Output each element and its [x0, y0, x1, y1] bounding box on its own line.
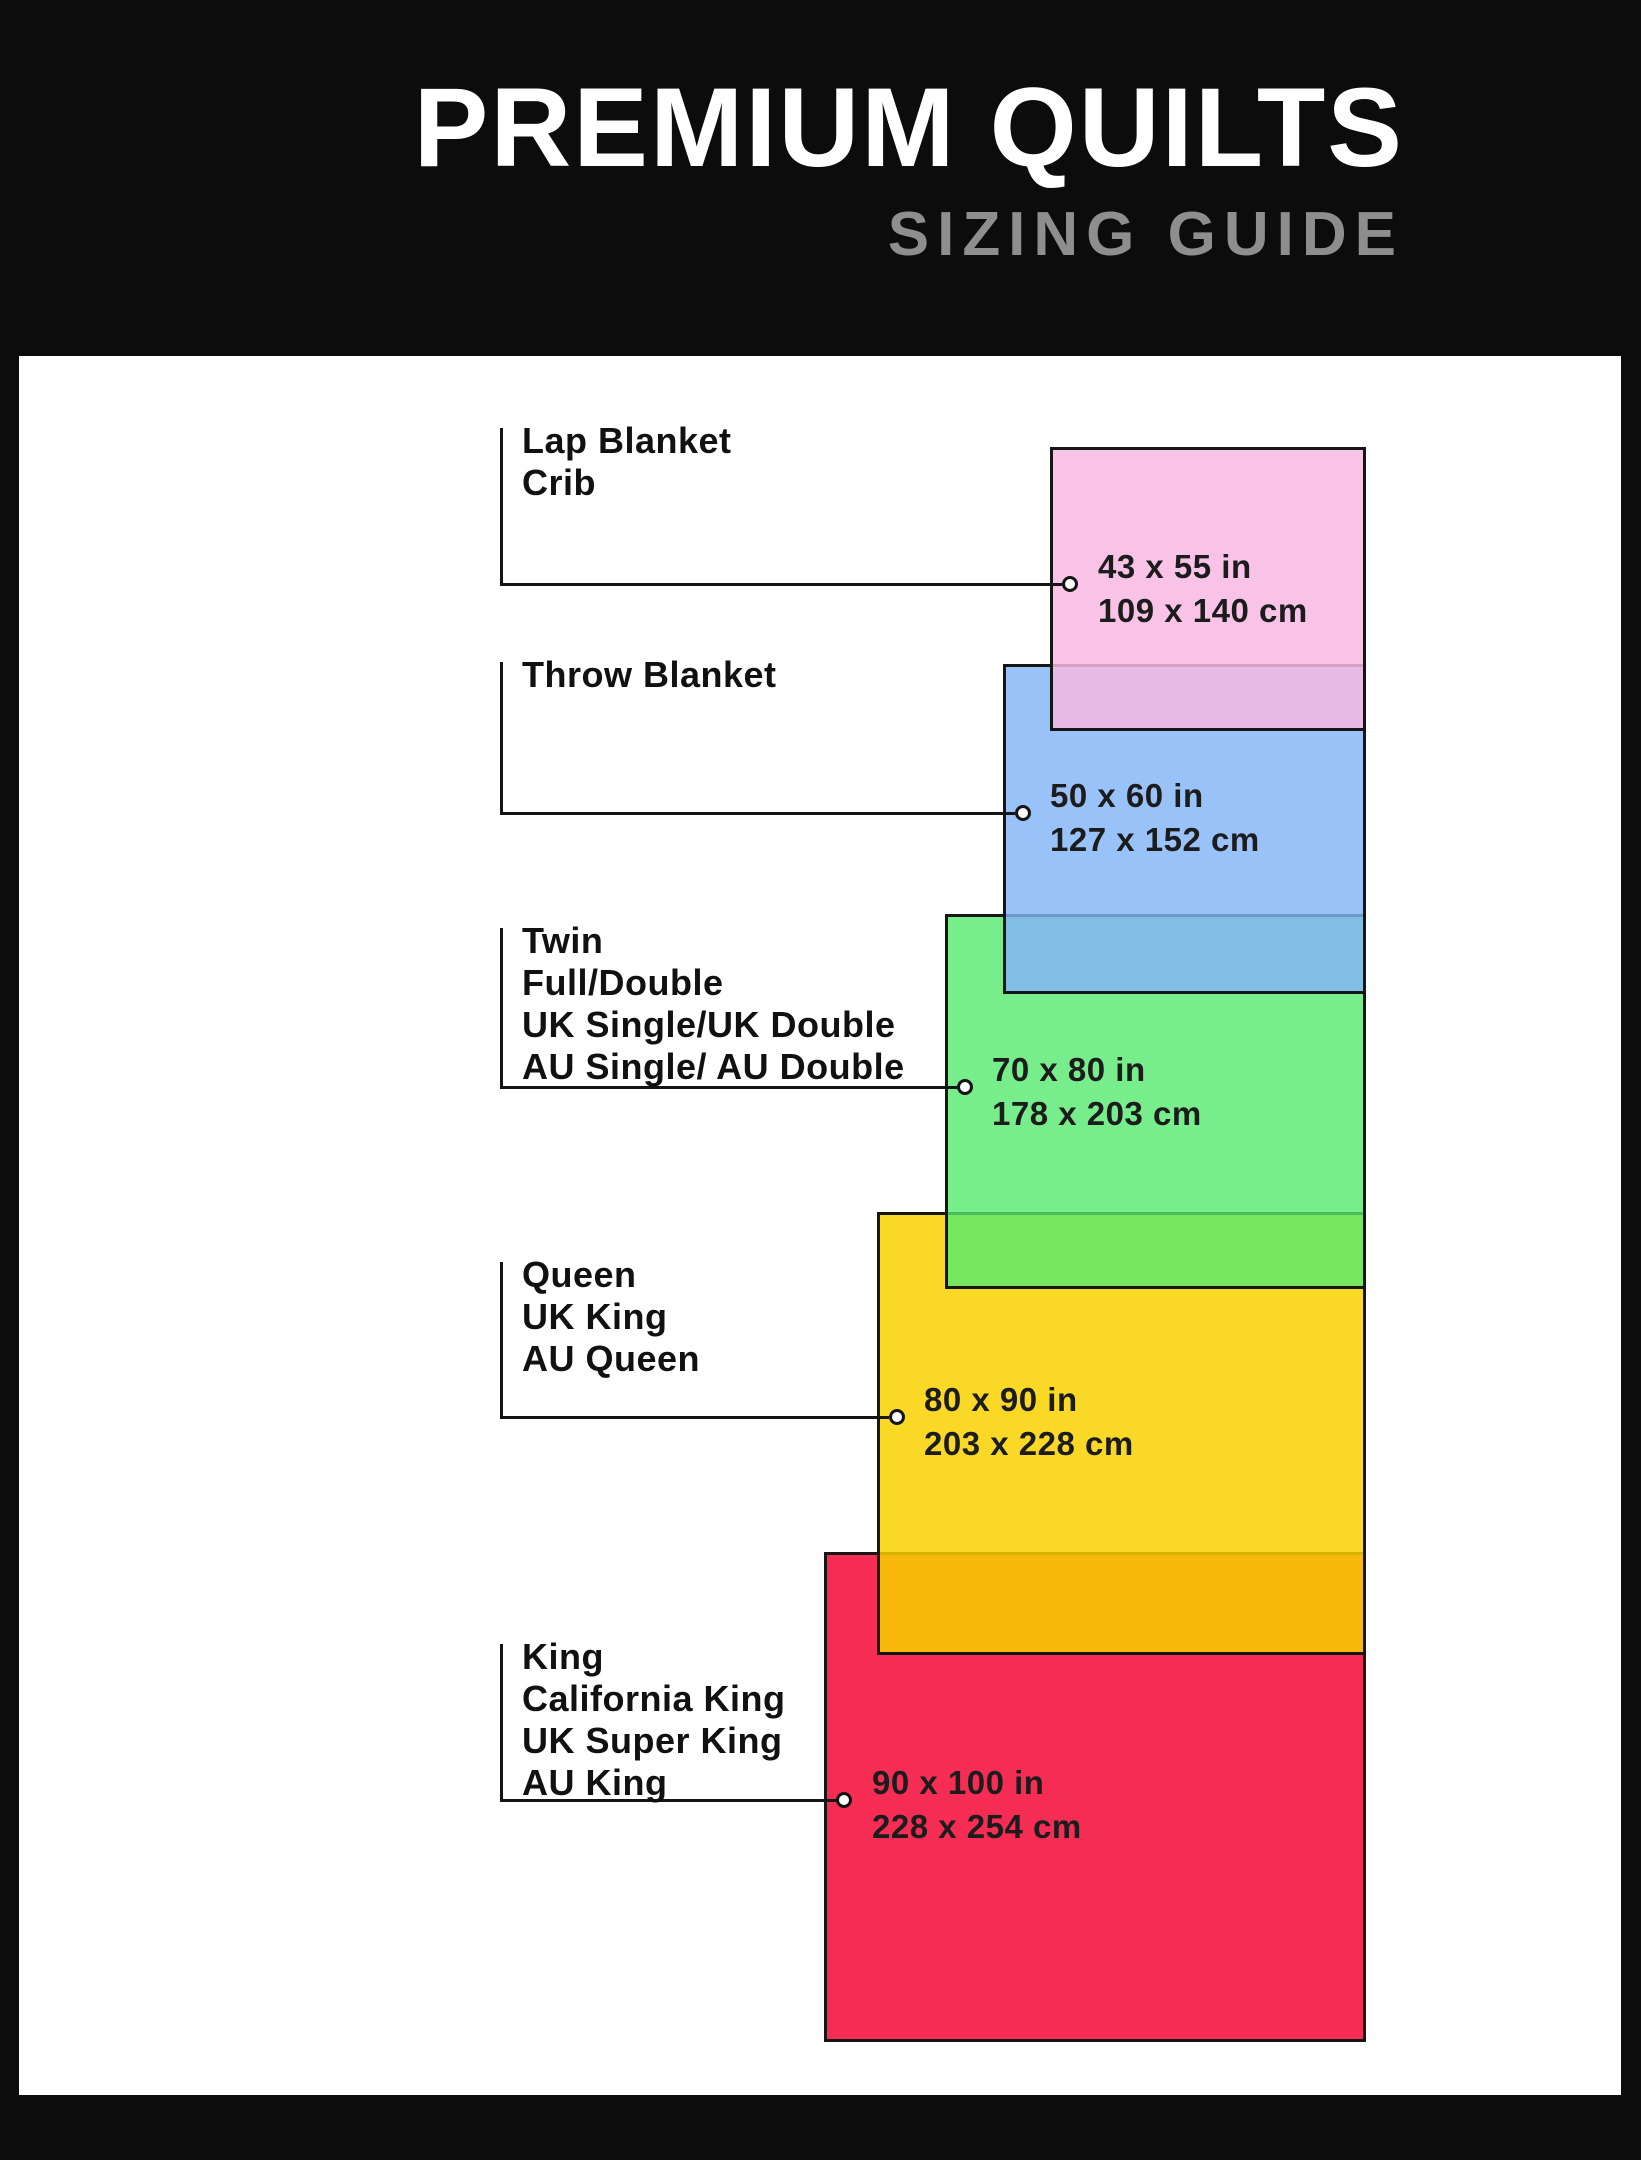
page-subtitle: SIZING GUIDE [887, 199, 1404, 269]
connector-vline-lap-crib [500, 428, 503, 586]
connector-hline-twin [500, 1086, 957, 1089]
header: PREMIUM QUILTS SIZING GUIDE [414, 64, 1404, 269]
measurement-queen: 80 x 90 in 203 x 228 cm [924, 1378, 1134, 1466]
label-line: Queen [522, 1254, 637, 1295]
connector-dot-lap-crib [1062, 576, 1078, 592]
measurement-cm: 228 x 254 cm [872, 1808, 1082, 1845]
size-label-twin: Twin Full/Double UK Single/UK Double AU … [522, 920, 905, 1088]
connector-hline-queen [500, 1416, 889, 1419]
connector-dot-throw [1015, 805, 1031, 821]
label-line: California King [522, 1678, 786, 1719]
measurement-inches: 70 x 80 in [992, 1051, 1146, 1088]
size-label-lap-crib: Lap Blanket Crib [522, 420, 732, 504]
label-line: Full/Double [522, 962, 724, 1003]
connector-hline-throw [500, 812, 1015, 815]
measurement-inches: 90 x 100 in [872, 1764, 1045, 1801]
connector-hline-king [500, 1799, 836, 1802]
measurement-king: 90 x 100 in 228 x 254 cm [872, 1761, 1082, 1849]
measurement-cm: 109 x 140 cm [1098, 592, 1308, 629]
measurement-inches: 80 x 90 in [924, 1381, 1078, 1418]
label-line: Throw Blanket [522, 654, 777, 695]
connector-vline-twin [500, 928, 503, 1089]
measurement-cm: 203 x 228 cm [924, 1425, 1134, 1462]
content-panel [19, 356, 1621, 2095]
connector-vline-king [500, 1644, 503, 1802]
connector-dot-twin [957, 1079, 973, 1095]
measurement-throw: 50 x 60 in 127 x 152 cm [1050, 774, 1260, 862]
label-line: UK Super King [522, 1720, 783, 1761]
connector-dot-queen [889, 1409, 905, 1425]
measurement-cm: 178 x 203 cm [992, 1095, 1202, 1132]
label-line: King [522, 1636, 604, 1677]
label-line: Crib [522, 462, 596, 503]
connector-hline-lap-crib [500, 583, 1062, 586]
size-label-queen: Queen UK King AU Queen [522, 1254, 700, 1380]
label-line: AU Single/ AU Double [522, 1046, 905, 1087]
connector-vline-queen [500, 1262, 503, 1419]
measurement-inches: 50 x 60 in [1050, 777, 1204, 814]
size-label-king: King California King UK Super King AU Ki… [522, 1636, 786, 1804]
label-line: AU King [522, 1762, 668, 1803]
page-title: PREMIUM QUILTS [413, 65, 1404, 190]
label-line: Lap Blanket [522, 420, 732, 461]
measurement-twin: 70 x 80 in 178 x 203 cm [992, 1048, 1202, 1136]
size-label-throw: Throw Blanket [522, 654, 777, 696]
connector-vline-throw [500, 662, 503, 815]
quilt-rect-lap-crib [1050, 447, 1366, 731]
measurement-inches: 43 x 55 in [1098, 548, 1252, 585]
measurement-lap-crib: 43 x 55 in 109 x 140 cm [1098, 545, 1308, 633]
connector-dot-king [836, 1792, 852, 1808]
label-line: UK Single/UK Double [522, 1004, 896, 1045]
label-line: Twin [522, 920, 604, 961]
label-line: AU Queen [522, 1338, 701, 1379]
measurement-cm: 127 x 152 cm [1050, 821, 1260, 858]
label-line: UK King [522, 1296, 668, 1337]
